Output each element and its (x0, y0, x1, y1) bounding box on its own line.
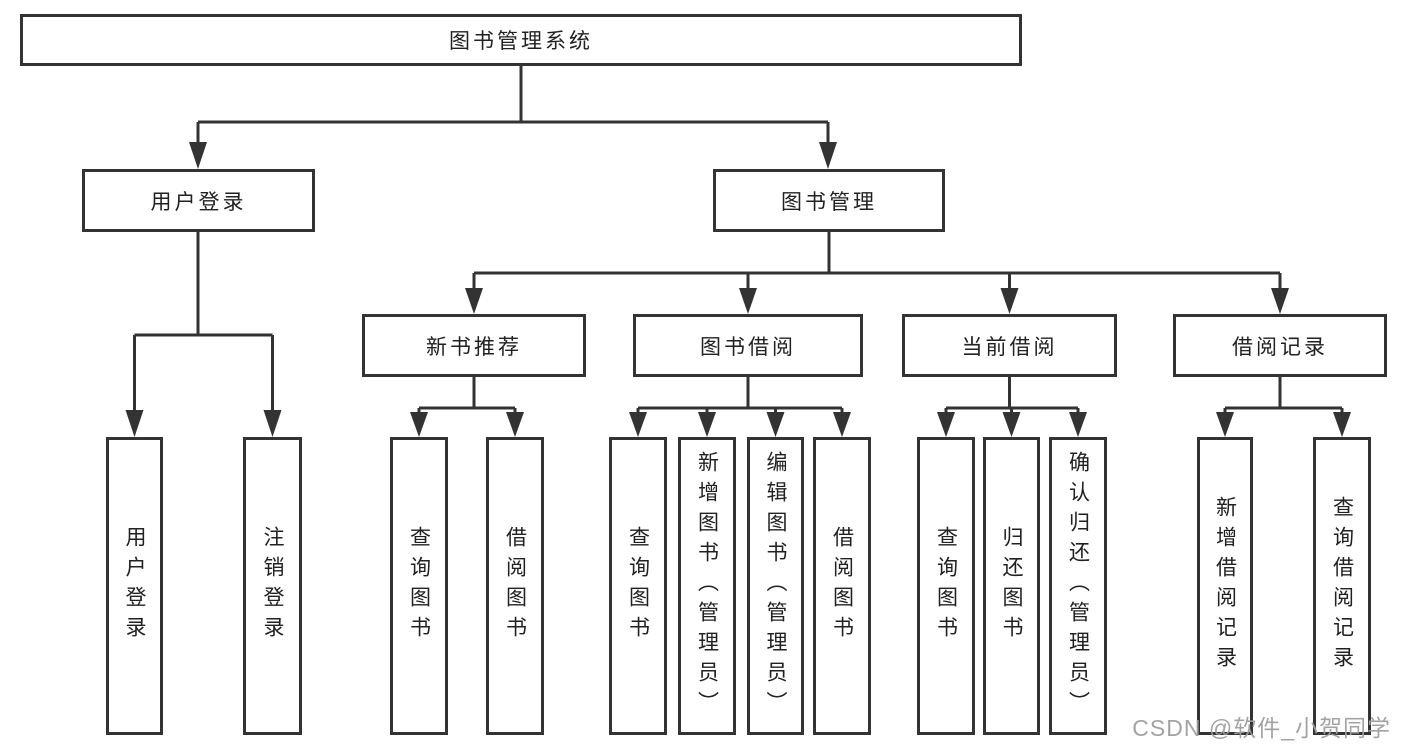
node-query-books: 查询图书 (390, 437, 448, 735)
node-borrowing-records: 借阅记录 (1173, 314, 1387, 377)
node-label: 新书推荐 (426, 335, 522, 359)
node-label: 查询图书 (407, 526, 431, 646)
node-query-books: 查询图书 (917, 437, 975, 735)
node-label: 图书管理 (781, 190, 877, 214)
csdn-watermark: CSDN @软件_小贺同学 (1132, 715, 1391, 741)
node-query-borrow-record: 查询借阅记录 (1313, 437, 1371, 735)
node-new-book-recommendation: 新书推荐 (362, 314, 586, 377)
node-borrow-books: 借阅图书 (486, 437, 544, 735)
node-label: 查询图书 (934, 526, 958, 646)
node-label: 图书借阅 (700, 335, 796, 359)
node-label: 当前借阅 (961, 335, 1058, 359)
node-label: 归还图书 (1000, 526, 1023, 646)
node-confirm-return-admin: 确认归还（管理员） (1049, 437, 1107, 735)
node-label: 新增借阅记录 (1213, 496, 1237, 676)
node-user-login-leaf: 用户登录 (106, 437, 163, 735)
node-label: 借阅图书 (503, 526, 527, 646)
node-edit-book-admin: 编辑图书（管理员） (747, 437, 804, 735)
node-label: 编辑图书（管理员） (764, 451, 787, 721)
node-label: 用户登录 (123, 526, 146, 646)
node-add-borrow-record: 新增借阅记录 (1197, 437, 1253, 735)
node-borrow-books: 借阅图书 (813, 437, 871, 735)
node-label: 用户登录 (150, 190, 247, 214)
node-book-management-branch: 图书管理 (713, 169, 945, 232)
node-label: 查询图书 (626, 526, 650, 646)
node-label: 注销登录 (261, 526, 284, 646)
node-label: 借阅记录 (1232, 335, 1328, 359)
node-current-borrowing: 当前借阅 (902, 314, 1117, 377)
node-add-book-admin: 新增图书（管理员） (678, 437, 736, 735)
arrowheads (125, 142, 1351, 437)
node-label: 图书管理系统 (449, 30, 593, 53)
node-label: 确认归还（管理员） (1066, 451, 1090, 721)
node-user-login-branch: 用户登录 (82, 169, 315, 232)
node-return-book: 归还图书 (983, 437, 1040, 735)
node-label: 借阅图书 (830, 526, 854, 646)
node-logout-leaf: 注销登录 (243, 437, 302, 735)
node-label: 新增图书（管理员） (695, 451, 719, 721)
node-book-borrowing: 图书借阅 (633, 314, 863, 377)
node-label: 查询借阅记录 (1330, 496, 1354, 676)
node-library-management-system: 图书管理系统 (20, 14, 1022, 66)
node-query-books: 查询图书 (609, 437, 667, 735)
